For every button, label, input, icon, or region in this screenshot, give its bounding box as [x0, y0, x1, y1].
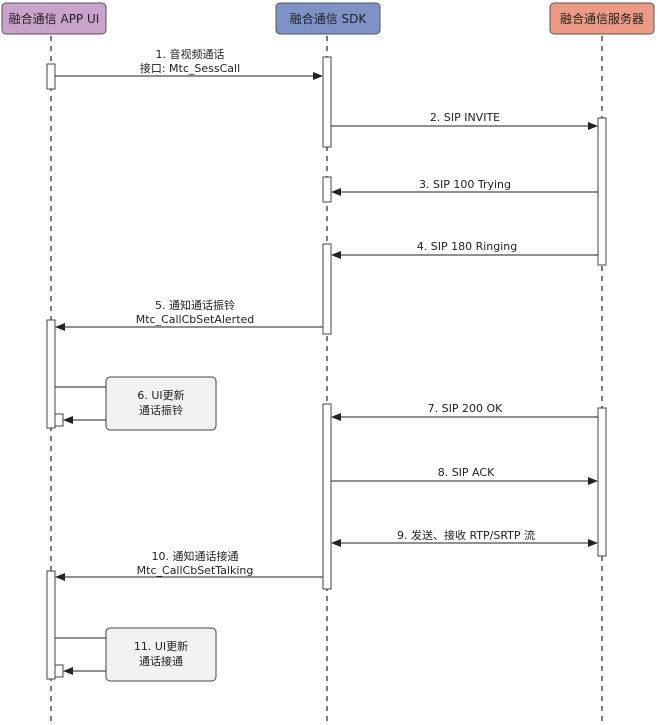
participant-server: 融合通信服务器: [549, 2, 655, 35]
participant-box: [1, 2, 107, 35]
participant-sdk: 融合通信 SDK: [275, 2, 381, 35]
message-4: 4. SIP 180 Ringing: [331, 240, 598, 259]
message-3: 3. SIP 100 Trying: [331, 178, 598, 196]
message-label: 2. SIP INVITE: [430, 111, 500, 124]
message-7: 7. SIP 200 OK: [331, 402, 598, 421]
participant-label: 融合通信 APP UI: [9, 11, 100, 26]
message-label: 1. 音视频通话: [156, 47, 225, 61]
activation-bar: [597, 407, 607, 557]
message-label: 7. SIP 200 OK: [428, 402, 503, 415]
activation-bar: [322, 243, 332, 335]
note-6: 6. UI更新 通话振铃: [55, 376, 217, 431]
message-label: 9. 发送、接收 RTP/SRTP 流: [397, 528, 535, 542]
message-1: 1. 音视频通话 接口: Mtc_SessCall: [55, 47, 323, 80]
activation-bar: [46, 570, 56, 680]
activation-bar: [322, 176, 332, 203]
note-box: [105, 376, 217, 431]
message-label: Mtc_CallCbSetTalking: [137, 564, 254, 577]
message-label: 10. 通知通话接通: [152, 549, 239, 563]
note-label: 6. UI更新: [137, 388, 184, 402]
message-label: 5. 通知通话振铃: [155, 298, 235, 312]
note-label: 通话接通: [139, 655, 183, 668]
message-label: 8. SIP ACK: [438, 466, 495, 479]
participant-app-ui: 融合通信 APP UI: [1, 2, 107, 35]
participant-box: [549, 2, 655, 35]
message-label: Mtc_CallCbSetAlerted: [136, 313, 255, 326]
participant-label: 融合通信 SDK: [290, 11, 368, 26]
message-2: 2. SIP INVITE: [331, 111, 598, 130]
participant-label: 融合通信服务器: [560, 11, 644, 26]
note-11: 11. UI更新 通话接通: [55, 627, 217, 682]
participant-box: [275, 2, 381, 35]
activation-bar: [597, 117, 607, 266]
note-label: 11. UI更新: [134, 639, 188, 653]
message-5: 5. 通知通话振铃 Mtc_CallCbSetAlerted: [55, 298, 323, 331]
note-label: 通话振铃: [139, 403, 183, 417]
activation-bar: [46, 319, 56, 429]
activation-bar: [54, 413, 64, 427]
message-9: 9. 发送、接收 RTP/SRTP 流: [331, 528, 598, 547]
message-label: 4. SIP 180 Ringing: [417, 240, 518, 253]
activation-bar: [46, 63, 56, 90]
message-label: 3. SIP 100 Trying: [419, 178, 511, 191]
activation-bar: [322, 403, 332, 590]
activation-bar: [322, 56, 332, 148]
message-8: 8. SIP ACK: [331, 466, 598, 485]
activation-bar: [54, 664, 64, 678]
message-label: 接口: Mtc_SessCall: [140, 62, 240, 75]
note-box: [105, 627, 217, 682]
message-10: 10. 通知通话接通 Mtc_CallCbSetTalking: [55, 549, 323, 581]
